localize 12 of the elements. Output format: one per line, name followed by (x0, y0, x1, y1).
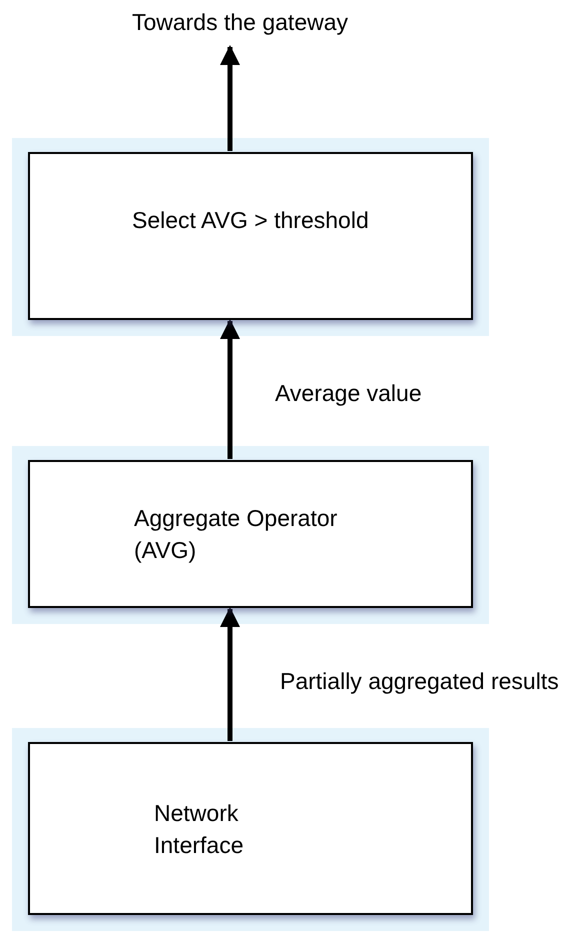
box-text: Select AVG > threshold (132, 206, 370, 235)
arrow (220, 607, 240, 741)
box-text: Network Interface (154, 798, 244, 860)
text-label: Towards the gateway (80, 8, 400, 44)
process-box (28, 742, 473, 915)
box-text: Aggregate Operator (AVG) (134, 504, 338, 565)
process-box (28, 152, 473, 320)
process-box (28, 460, 473, 608)
arrow (220, 45, 240, 151)
edge-label: Average value (275, 379, 423, 408)
edge-label: Partially aggregated results (280, 667, 560, 696)
arrow (220, 319, 240, 459)
